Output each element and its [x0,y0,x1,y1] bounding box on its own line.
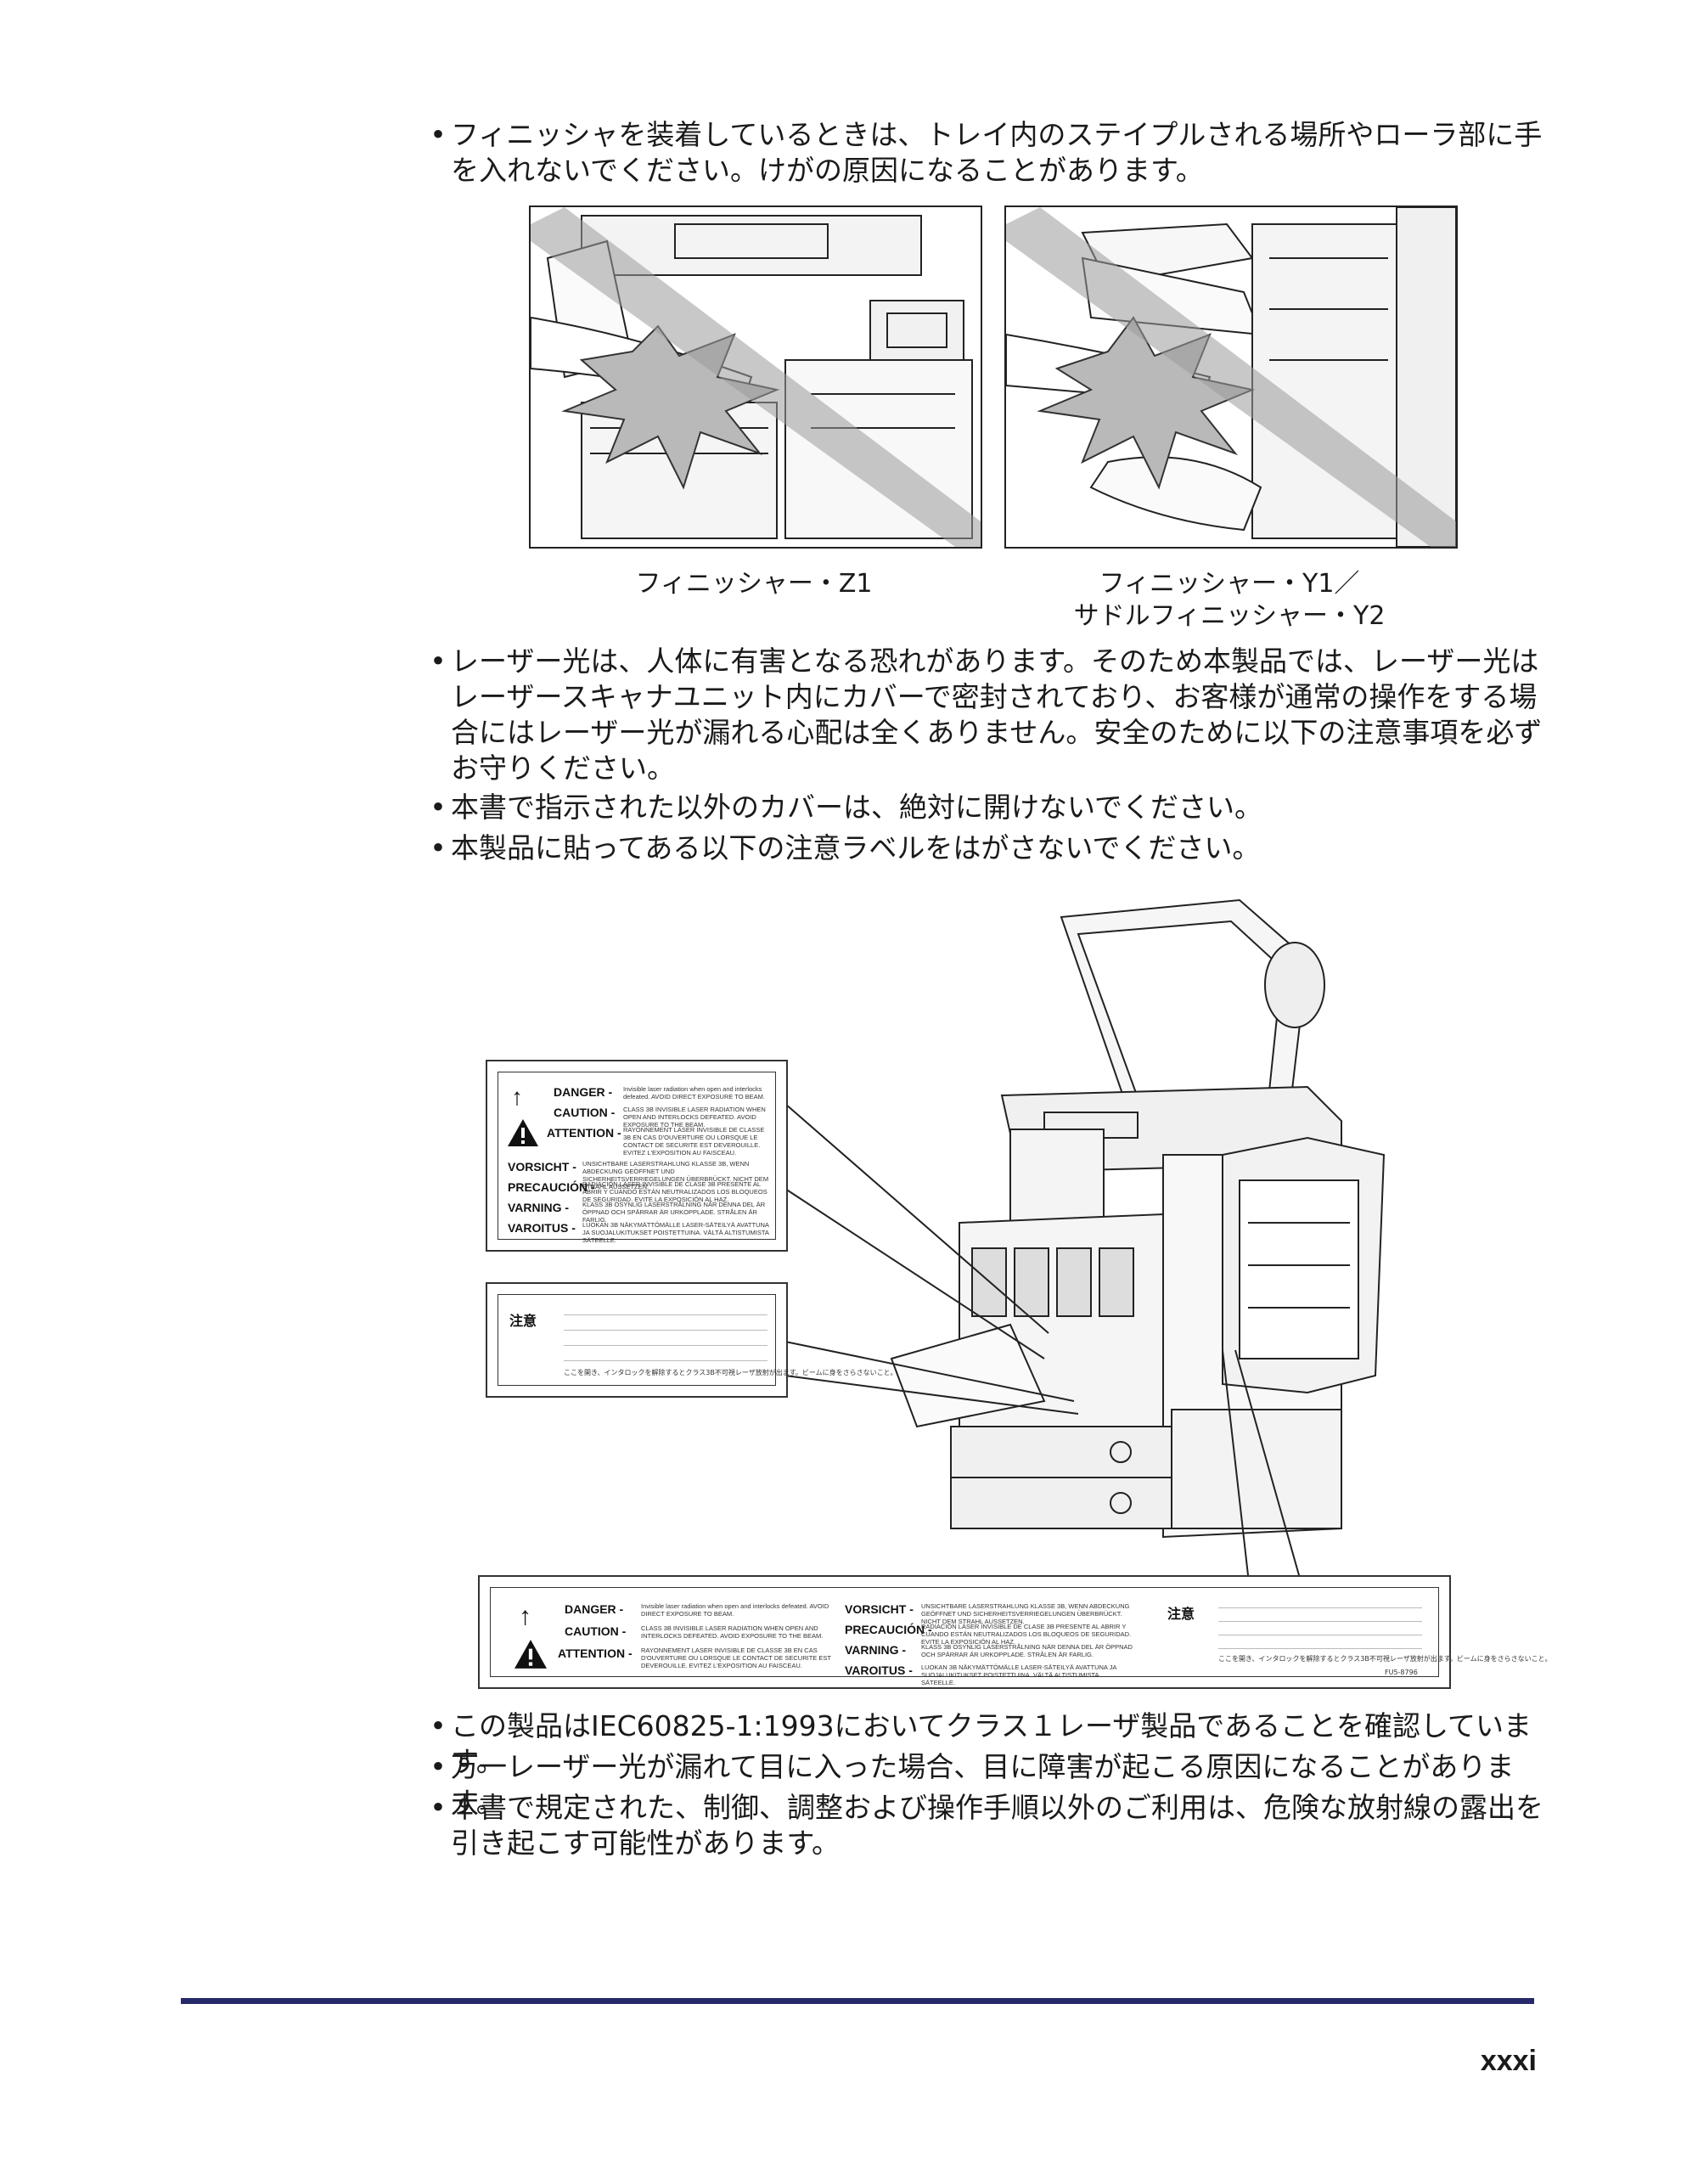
bullet-dot: • [430,1750,447,1783]
varoitus-heading: VAROITUS - [508,1221,576,1235]
bullet-text: 本書で規定された、制御、調整および操作手順以外のご利用は、危険な放射線の露出を引… [451,1791,1543,1860]
bullet-dot: • [430,831,447,864]
attention-text: RAYONNEMENT LASER INVISIBLE DE CLASSE 3B… [641,1646,831,1669]
finisher-y1-illustration [1004,205,1458,549]
varning-heading: VARNING - [845,1643,907,1657]
bullet-text: 本書で指示された以外のカバーは、絶対に開けないでください。 [451,791,1263,824]
precaucion-heading: PRECAUCIÓN - [845,1623,932,1636]
page-number: xxxi [1480,2045,1537,2077]
asian-warning-label: 注意 ここを開き、インタロックを解除するとクラス3B不可視レーザ放射が出ます。ビ… [486,1282,897,1398]
jp-caution-text: ここを開き、インタロックを解除するとクラス3B不可視レーザ放射が出ます。ビームに… [1218,1655,1552,1663]
attention-heading: ATTENTION - [558,1646,633,1660]
multilingual-warning-label: ↑ DANGER - Invisible laser radiation whe… [486,1060,788,1252]
attention-text: RAYONNEMENT LASER INVISIBLE DE CLASSE 3B… [623,1126,765,1157]
arrow-up-icon: ↑ [519,1602,531,1630]
caption-finisher-z1: フィニッシャー・Z1 [635,569,873,599]
jp-caution-heading: 注意 [509,1313,537,1329]
varoitus-text: LUOKAN 3B NÄKYMÄTTÖMÄLLE LASER-SÄTEILYÄ … [582,1221,769,1244]
caution-heading: CAUTION - [554,1106,616,1119]
label-inner-border [490,1587,1439,1677]
varning-heading: VARNING - [508,1201,570,1214]
asian-text-lines [564,1309,767,1369]
bullet-label-warning: • 本製品に貼ってある以下の注意ラベルをはがさないでください。 [429,830,1549,866]
vorsicht-heading: VORSICHT - [508,1160,576,1174]
vorsicht-heading: VORSICHT - [845,1602,914,1616]
jp-caution-text: ここを開き、インタロックを解除するとクラス3B不可視レーザ放射が出ます。ビームに… [564,1369,897,1376]
bullet-dot: • [430,1709,447,1742]
caption-saddle-finisher-y2: サドルフィニッシャー・Y2 [1073,601,1386,631]
caution-text: CLASS 3B INVISIBLE LASER RADIATION WHEN … [623,1106,766,1129]
arrow-up-icon: ↑ [511,1084,523,1110]
bullet-radiation-exposure: • 本書で規定された、制御、調整および操作手順以外のご利用は、危険な放射線の露出… [429,1790,1549,1861]
bullet-dot: • [430,645,447,678]
danger-text: Invisible laser radiation when open and … [623,1085,766,1100]
warning-triangle-icon [514,1640,547,1669]
copier-machine-illustration [890,898,1386,1539]
bullet-text: 万一レーザー光が漏れて目に入った場合、目に障害が起こる原因になることがあります。 [451,1750,1515,1819]
label-inner-border [498,1072,776,1240]
caution-text: CLASS 3B INVISIBLE LASER RADIATION WHEN … [641,1624,824,1640]
danger-heading: DANGER - [565,1602,624,1616]
label-inner-border [498,1294,776,1386]
bullet-dot: • [430,1791,447,1824]
varning-text: KLASS 3B OSYNLIG LASERSTRÅLNING NÄR DENN… [582,1201,766,1224]
bullet-text: レーザー光は、人体に有害となる恐れがあります。そのため本製品では、レーザー光はレ… [451,645,1543,785]
attention-heading: ATTENTION - [547,1126,621,1140]
bullet-text: フィニッシャを装着しているときは、トレイ内のステイプルされる場所やローラ部に手を… [451,118,1543,187]
caption-finisher-y1-line1: フィニッシャー・Y1／ [1099,569,1360,599]
vorsicht-text: UNSICHTBARE LASERSTRAHLUNG KLASSE 3B, WE… [582,1160,769,1191]
jp-caution-heading: 注意 [1167,1606,1195,1622]
danger-heading: DANGER - [554,1085,613,1099]
bullet-text: 本製品に貼ってある以下の注意ラベルをはがさないでください。 [451,831,1261,864]
varning-text: KLASS 3B OSYNLIG LASERSTRÅLNING NÄR DENN… [921,1643,1133,1658]
asian-text-lines [1218,1602,1422,1653]
bullet-eye-damage: • 万一レーザー光が漏れて目に入った場合、目に障害が起こる原因になることがありま… [429,1749,1549,1821]
varoitus-text: LUOKAN 3B NÄKYMÄTTÖMÄLLE LASER-SÄTEILYÄ … [921,1663,1116,1686]
bullet-iec-class: • この製品はIEC60825-1:1993においてクラス１レーザ製品であること… [429,1708,1549,1780]
wide-warning-label: ↑ DANGER - Invisible laser radiation whe… [478,1575,1552,1689]
bullet-text: この製品はIEC60825-1:1993においてクラス１レーザ製品であることを確… [451,1709,1532,1778]
bullet-dot: • [430,118,447,151]
caution-heading: CAUTION - [565,1624,627,1638]
varoitus-heading: VAROITUS - [845,1663,913,1677]
bullet-cover-warning: • 本書で指示された以外のカバーは、絶対に開けないでください。 [429,790,1549,825]
footer-rule [181,1998,1534,2004]
bullet-finisher-warning: • フィニッシャを装着しているときは、トレイ内のステイプルされる場所やローラ部に… [429,117,1549,189]
warning-triangle-icon [508,1119,538,1146]
label-code: FU5-8796 [1385,1669,1418,1676]
danger-text: Invisible laser radiation when open and … [641,1602,829,1618]
finisher-z1-illustration [529,205,982,549]
precaucion-text: RADIACIÓN LÁSER INVISIBLE DE CLASE 3B PR… [921,1623,1132,1646]
bullet-dot: • [430,791,447,824]
precaucion-heading: PRECAUCIÓN - [508,1180,595,1194]
bullet-laser-warning: • レーザー光は、人体に有害となる恐れがあります。そのため本製品では、レーザー光… [429,644,1549,786]
vorsicht-text: UNSICHTBARE LASERSTRAHLUNG KLASSE 3B, WE… [921,1602,1130,1625]
precaucion-text: RADIACIÓN LÁSER INVISIBLE DE CLASE 3B PR… [582,1180,767,1203]
